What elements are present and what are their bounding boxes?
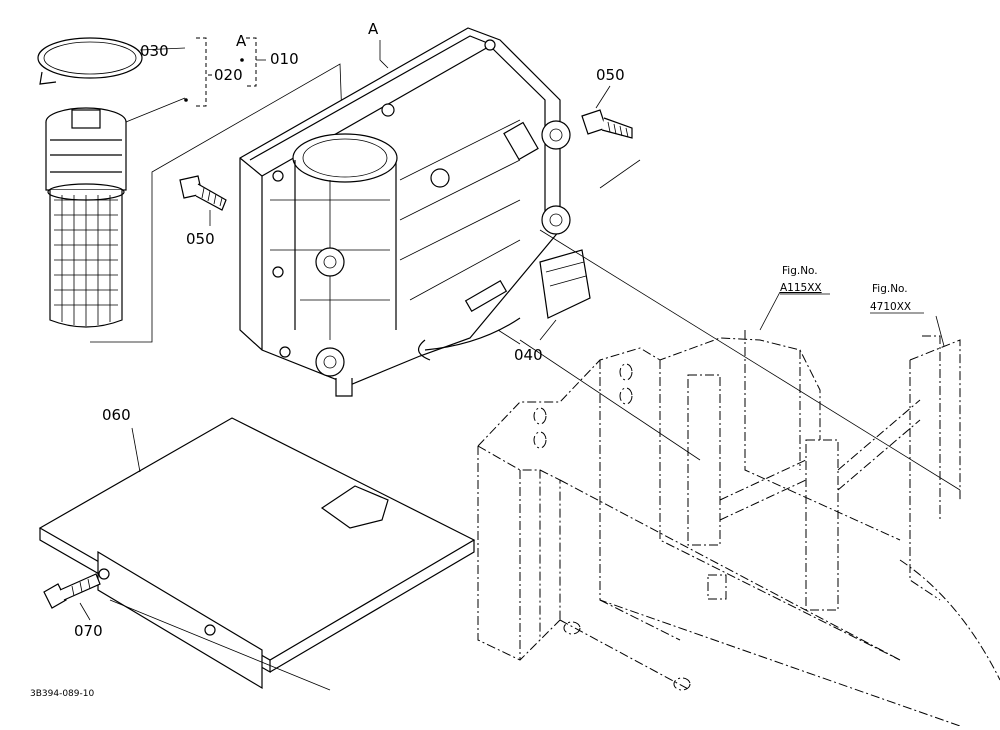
filter-ring <box>37 37 143 85</box>
fig-ref-label-2: Fig.No. <box>872 283 908 295</box>
cover-plate <box>38 417 476 690</box>
valve-housing <box>239 27 591 397</box>
callout-a-main: A <box>368 20 379 38</box>
callout-050-left: 050 <box>186 230 215 248</box>
bolt-050-left <box>179 175 227 211</box>
tractor-frame-phantom <box>477 330 1000 727</box>
fig-ref-number-1: A115XX <box>780 282 822 294</box>
callout-070: 070 <box>74 622 103 640</box>
callout-060: 060 <box>102 406 131 424</box>
strainer-element <box>45 107 127 328</box>
fig-ref-number-2: 4710XX <box>870 301 911 313</box>
callout-030: 030 <box>140 42 169 60</box>
bolt-050-right <box>581 109 633 139</box>
callout-050-top: 050 <box>596 66 625 84</box>
bolt-070 <box>43 573 101 609</box>
callout-010: 010 <box>270 50 299 68</box>
callout-a-upper: A <box>236 32 247 50</box>
fig-ref-label-1: Fig.No. <box>782 265 818 277</box>
callout-040: 040 <box>514 346 543 364</box>
callout-020: 020 <box>214 66 243 84</box>
diagram-code: 3B394-089-10 <box>30 689 94 699</box>
